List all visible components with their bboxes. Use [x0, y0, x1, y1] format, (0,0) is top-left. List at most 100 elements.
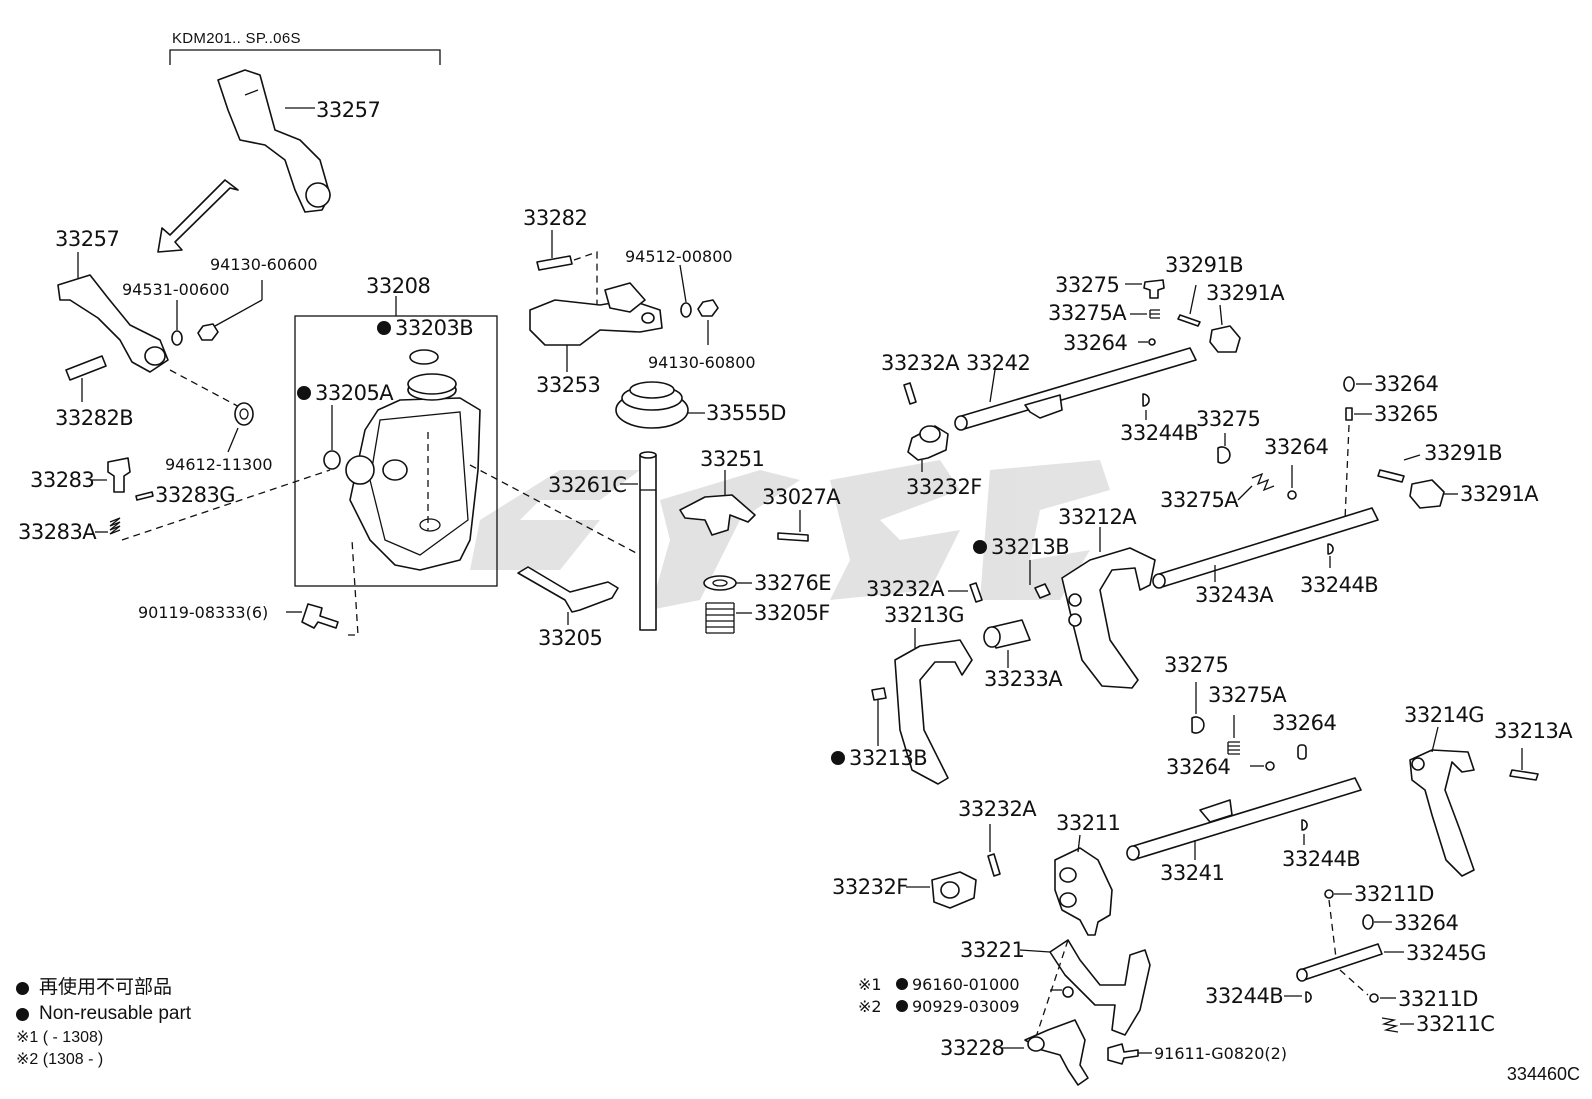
label-33257-top: 33257 [316, 98, 380, 122]
legend-note-2: ※2 (1308 - ) [16, 1051, 104, 1068]
label-33282: 33282 [523, 206, 587, 230]
label-33275A-b: 33275A [1160, 488, 1239, 512]
washer-94612 [234, 402, 254, 426]
shaft-33241 [1126, 777, 1362, 861]
pin-33291B-b [1377, 469, 1405, 483]
spring-33205F [705, 602, 735, 634]
bolt-33275-c [1191, 716, 1205, 734]
label-96160: 96160-01000 [912, 975, 1020, 994]
label-33213B-a: 33213B [991, 535, 1069, 559]
label-33214G: 33214G [1404, 703, 1484, 727]
label-33211D-a: 33211D [1354, 882, 1434, 906]
label-33555D: 33555D [706, 401, 786, 425]
label-33276E: 33276E [754, 571, 831, 595]
shift-head-33211 [1054, 847, 1113, 936]
legend-non-reusable-en: Non-reusable part [39, 1003, 192, 1024]
spring-33275A-c [1227, 741, 1240, 755]
label-33232A-c: 33232A [958, 797, 1037, 821]
ball-33264-c [1287, 490, 1297, 500]
spring-33211C [1381, 1017, 1399, 1033]
lever-33228 [1024, 1019, 1089, 1086]
label-33264-a: 33264 [1063, 331, 1127, 355]
fork-33214G [1409, 749, 1475, 877]
label-33264-e: 33264 [1166, 755, 1230, 779]
label-91611: 91611-G0820(2) [1154, 1044, 1287, 1063]
pin-33232A-c [987, 853, 1001, 877]
label-33211D-b: 33211D [1398, 987, 1478, 1011]
label-33282B: 33282B [55, 406, 133, 430]
non-reusable-dot-icon [16, 981, 29, 995]
header-bracket [169, 49, 441, 65]
block-33232F-b [931, 871, 977, 909]
label-33241: 33241 [1160, 861, 1224, 885]
label-33221: 33221 [960, 938, 1024, 962]
boot-33555D [615, 381, 689, 429]
non-reusable-dot [377, 321, 391, 335]
label-33232F-a: 33232F [906, 475, 982, 499]
label-33291A-a: 33291A [1206, 281, 1285, 305]
label-33232A-a: 33232A [881, 351, 960, 375]
label-33257: 33257 [55, 227, 119, 251]
bolt-90119 [301, 603, 339, 629]
label-33228: 33228 [940, 1036, 1004, 1060]
clip-33244B-c [1301, 819, 1308, 831]
label-33275A-a: 33275A [1048, 301, 1127, 325]
spring-33275A-b [1251, 472, 1275, 492]
label-33027A: 33027A [762, 485, 841, 509]
label-33208: 33208 [366, 274, 430, 298]
label-33213B-b: 33213B [849, 746, 927, 770]
label-33275-b: 33275 [1196, 407, 1260, 431]
non-reusable-dot [896, 978, 908, 990]
seal-33203B [409, 349, 439, 365]
clip-33244B-d [1305, 991, 1312, 1003]
fork-33212A [1061, 547, 1156, 689]
block-33291A-a [1209, 325, 1241, 353]
label-33291A-b: 33291A [1460, 482, 1539, 506]
legend-row-jp: 再使用不可部品 [16, 975, 191, 1001]
legend: 再使用不可部品 Non-reusable part ※1 ( - 1308) ※… [16, 975, 191, 1071]
label-33275-a: 33275 [1055, 273, 1119, 297]
fork-33213G [894, 639, 973, 785]
pin-33264-d [1297, 744, 1307, 760]
pin-33283G [135, 491, 154, 501]
collar-33233A [983, 619, 1031, 649]
label-33244B-c: 33244B [1282, 847, 1360, 871]
label-33264-c: 33264 [1264, 435, 1328, 459]
non-reusable-dot-icon [16, 1007, 29, 1021]
label-33205F: 33205F [754, 601, 830, 625]
pin-33291B-a [1177, 314, 1201, 327]
label-33244B-b: 33244B [1300, 573, 1378, 597]
bolt-33283 [107, 457, 131, 493]
label-33251: 33251 [700, 447, 764, 471]
arrow-icon [157, 179, 239, 253]
label-94612-11300: 94612-11300 [165, 455, 273, 474]
ball-33211D-a [1324, 889, 1334, 899]
label-33245G: 33245G [1406, 941, 1486, 965]
legend-non-reusable-jp: 再使用不可部品 [39, 977, 173, 998]
bolt-33213B-b [871, 687, 887, 701]
label-33244B-d: 33244B [1205, 984, 1283, 1008]
pin-33282 [536, 255, 573, 271]
label-94130-60600: 94130-60600 [210, 255, 318, 274]
label-33275-c: 33275 [1164, 653, 1228, 677]
figure-reference: 334460C [1506, 1064, 1580, 1084]
clip-96160 [1062, 986, 1074, 998]
non-reusable-dot [297, 386, 311, 400]
seal-33205A [323, 450, 341, 470]
bracket-33257 [57, 274, 169, 373]
label-33211C: 33211C [1416, 1012, 1494, 1036]
label-33291B-a: 33291B [1165, 253, 1243, 277]
label-33203B: 33203B [395, 316, 473, 340]
bolt-33275-b [1217, 446, 1231, 464]
watermark-logo [470, 460, 1110, 610]
shaft-33242 [954, 347, 1197, 431]
label-33253: 33253 [536, 373, 600, 397]
lever-33251 [679, 494, 756, 536]
pin-33232A-a [903, 382, 917, 405]
mark-2: ※2 [858, 997, 882, 1016]
bolt-33213B-a [1034, 583, 1051, 599]
washer-94531 [171, 330, 183, 346]
label-33261C: 33261C [548, 473, 626, 497]
non-reusable-dot [831, 751, 845, 765]
